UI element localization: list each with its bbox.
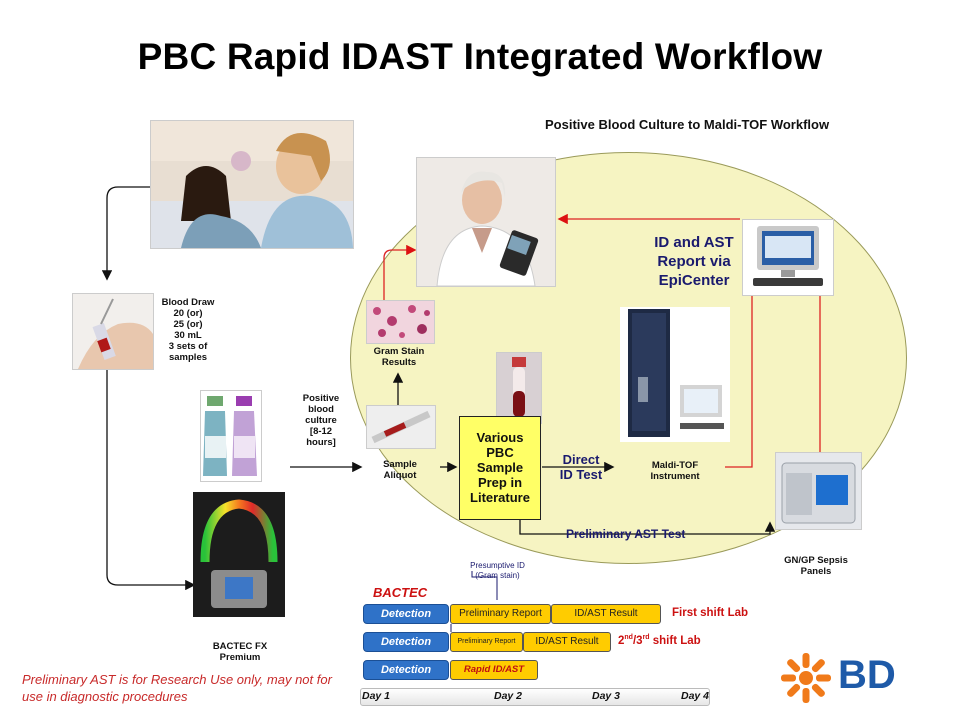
blood-tube-photo (496, 352, 542, 424)
day-label: Day 3 (592, 690, 621, 702)
page-title: PBC Rapid IDAST Integrated Workflow (137, 36, 823, 77)
rapid-idast-box: Rapid ID/AST (450, 660, 538, 680)
first-shift-label: First shift Lab (672, 607, 749, 619)
gram-stain-photo (366, 300, 435, 344)
day-axis-bar (360, 688, 710, 706)
idast-result-box: ID/AST Result (523, 632, 611, 652)
preliminary-ast-label: Preliminary AST Test (566, 527, 686, 541)
patient-photo (150, 120, 354, 249)
culture-bottles-photo (200, 390, 262, 482)
blood-draw-photo (72, 293, 154, 370)
day-label: Day 2 (494, 690, 523, 702)
second-third-shift-label: 2nd/3rd shift Lab (618, 634, 701, 647)
idast-result-box: ID/AST Result (551, 604, 661, 624)
detection-box: Detection (363, 660, 449, 680)
preliminary-report-box: Preliminary Report (450, 632, 523, 652)
sepsis-panels-instrument (775, 452, 862, 530)
epicenter-computer-photo (742, 219, 834, 296)
day-label: Day 1 (362, 690, 391, 702)
preliminary-report-box: Preliminary Report (450, 604, 551, 624)
day-label: Day 4 (681, 690, 710, 702)
research-use-disclaimer: Preliminary AST is for Research Use only… (22, 672, 332, 704)
sample-aliquot-photo (366, 405, 436, 449)
workflow-subtitle: Positive Blood Culture to Maldi-TOF Work… (545, 117, 830, 132)
clinician-photo (416, 157, 556, 287)
detection-box: Detection (363, 604, 449, 624)
bactec-timeline-title: BACTEC (373, 585, 428, 600)
bactec-fx-instrument (193, 492, 285, 617)
bd-logo-icon (780, 652, 832, 704)
bd-logo-text: BD (838, 653, 896, 697)
detection-box: Detection (363, 632, 449, 652)
presumptive-id-note: Presumptive ID(Gram stain) (470, 561, 525, 580)
maldi-tof-instrument (620, 307, 730, 442)
